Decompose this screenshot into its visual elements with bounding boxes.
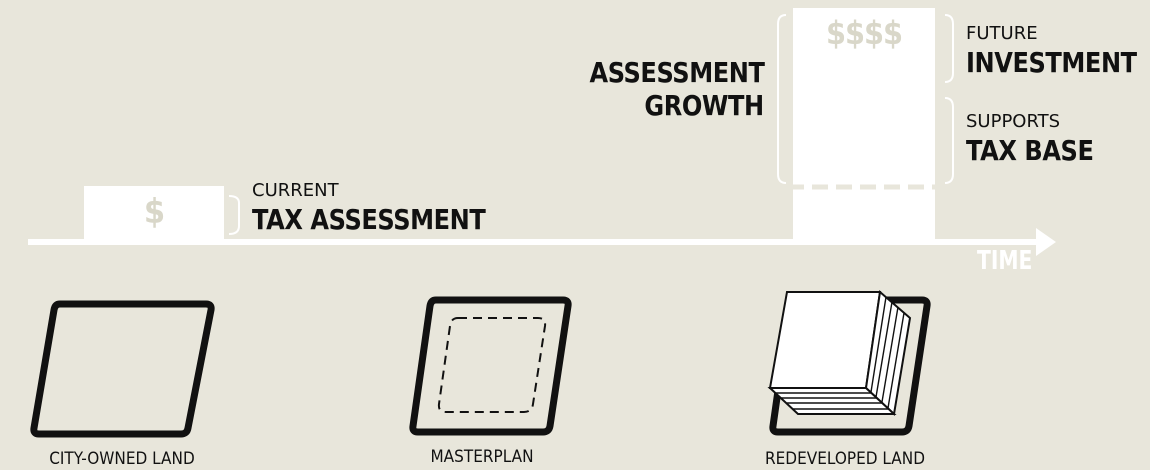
stage-caption-masterplan: MASTERPLAN	[430, 447, 534, 467]
investment-label: INVESTMENT	[966, 46, 1137, 79]
stage-caption-city-owned-land: CITY-OWNED LAND	[49, 449, 195, 469]
current-label: CURRENT	[252, 180, 339, 201]
stage-caption-redeveloped-land: REDEVELOPED LAND	[764, 449, 926, 469]
future-dollar-symbol: $$$$	[825, 14, 903, 52]
current-dollar-symbol: $	[143, 192, 165, 232]
future-investment-bar	[793, 8, 935, 242]
tax-base-label: TAX BASE	[966, 134, 1094, 167]
time-label: TIME	[977, 246, 1033, 276]
supports-label: SUPPORTS	[966, 111, 1061, 132]
future-label: FUTURE	[966, 23, 1038, 44]
current-assessment-bar	[84, 186, 224, 242]
tax-assessment-label: TAX ASSESSMENT	[252, 203, 486, 236]
assessment-growth-line1: ASSESSMENT	[589, 56, 764, 89]
assessment-growth-line2: GROWTH	[644, 89, 765, 122]
